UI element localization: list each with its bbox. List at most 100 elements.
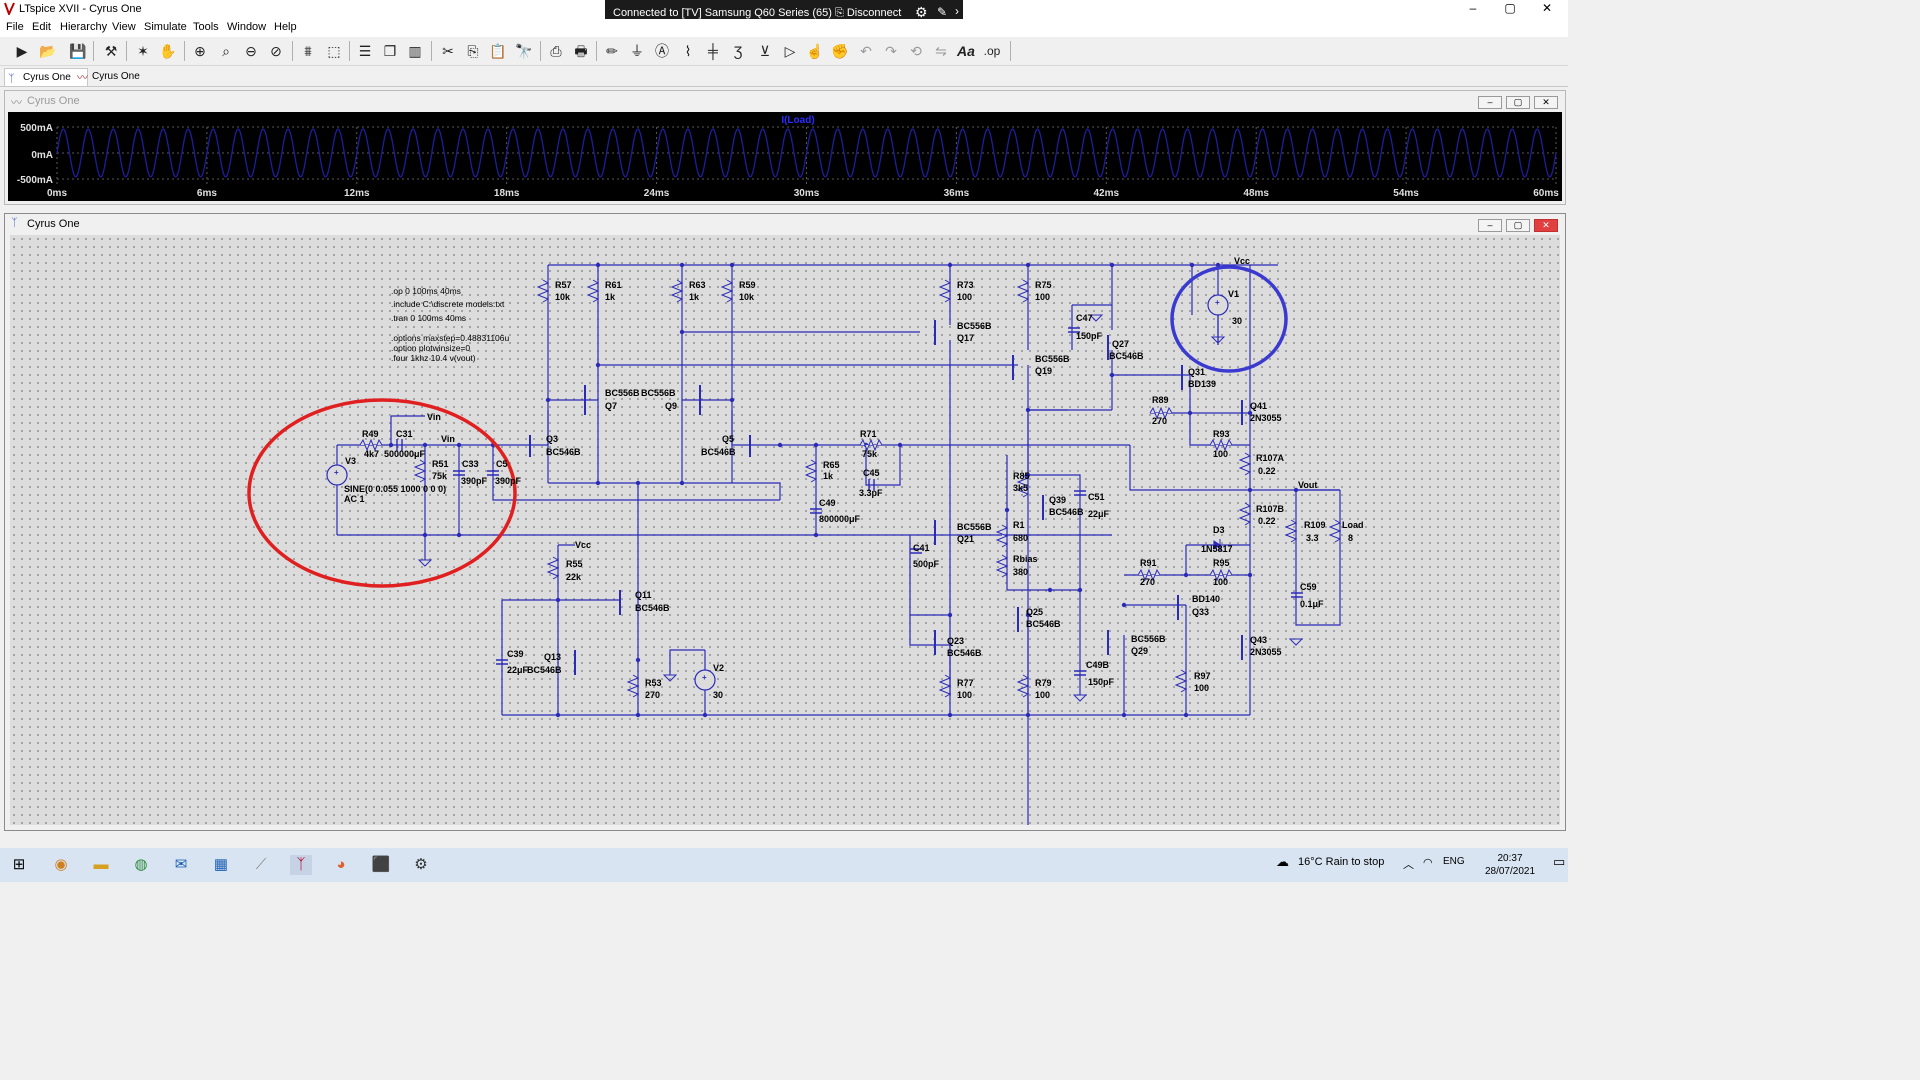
net-label-vcc[interactable]: Vcc	[1234, 256, 1250, 266]
zoom-out-icon[interactable]: ⊖	[245, 43, 257, 59]
maximize-button[interactable]: ▢	[1504, 1, 1516, 15]
value-r91[interactable]: 270	[1140, 577, 1155, 587]
mdi-close-button[interactable]: ✕	[1534, 219, 1558, 232]
label-icon[interactable]: Ⓐ	[655, 43, 669, 59]
label-q23-model[interactable]: BC546B	[947, 648, 982, 658]
file-explorer-icon[interactable]: ▬	[93, 856, 109, 873]
save-icon[interactable]: 💾	[69, 43, 87, 59]
label-r59[interactable]: R59	[739, 280, 756, 290]
value-r55[interactable]: 22k	[566, 572, 582, 582]
label-q5-model[interactable]: BC546B	[701, 447, 736, 457]
label-c31[interactable]: C31	[396, 429, 413, 439]
value-r77[interactable]: 100	[957, 690, 972, 700]
label-r1[interactable]: R1	[1013, 520, 1025, 530]
label-r55[interactable]: R55	[566, 559, 583, 569]
label-q39[interactable]: Q39	[1049, 495, 1066, 505]
net-label-vout[interactable]: Vout	[1298, 480, 1317, 490]
value-r51[interactable]: 75k	[432, 471, 448, 481]
spice-directive-icon[interactable]: .op	[983, 44, 1001, 58]
label-c51[interactable]: C51	[1088, 492, 1105, 502]
label-r109[interactable]: R109	[1304, 520, 1326, 530]
value-r1[interactable]: 680	[1013, 533, 1028, 543]
directive-line[interactable]: .option plotwinsize=0	[391, 343, 470, 353]
label-q27-model[interactable]: BC546B	[1109, 351, 1144, 361]
rotate-icon[interactable]: ⟲	[910, 43, 922, 59]
tab-schematic[interactable]: ᛉ Cyrus One	[4, 68, 88, 86]
value-r53[interactable]: 270	[645, 690, 660, 700]
label-r91[interactable]: R91	[1140, 558, 1157, 568]
label-rbias[interactable]: Rbias	[1013, 554, 1038, 564]
value-r49[interactable]: 4k7	[364, 449, 379, 459]
label-c49[interactable]: C49	[819, 498, 836, 508]
mdi-maximize-button[interactable]: ▢	[1506, 219, 1530, 232]
label-d3-model[interactable]: 1N5817	[1201, 544, 1233, 554]
disconnect-button[interactable]: ⎘ Disconnect	[835, 7, 902, 19]
net-label-vin[interactable]: Vin	[441, 434, 455, 444]
app-icon[interactable]: ⟋	[255, 856, 267, 873]
value-r97[interactable]: 100	[1194, 683, 1209, 693]
wifi-icon[interactable]: ◠	[1423, 857, 1433, 869]
v3-ac-spec[interactable]: AC 1	[344, 494, 365, 504]
label-q7[interactable]: Q7	[605, 401, 617, 411]
wire-icon[interactable]: ✏	[606, 43, 618, 59]
label-q43[interactable]: Q43	[1250, 635, 1267, 645]
label-r65[interactable]: R65	[823, 460, 840, 470]
label-q29[interactable]: Q29	[1131, 646, 1148, 656]
print-setup-icon[interactable]: ⎙	[550, 43, 562, 59]
value-r107a[interactable]: 0.22	[1258, 466, 1276, 476]
label-r49[interactable]: R49	[362, 429, 379, 439]
value-r75[interactable]: 100	[1035, 292, 1050, 302]
label-r77[interactable]: R77	[957, 678, 974, 688]
label-r97[interactable]: R97	[1194, 671, 1211, 681]
label-c5[interactable]: C5	[496, 459, 508, 469]
label-q3-model[interactable]: BC546B	[546, 447, 581, 457]
label-c45[interactable]: C45	[863, 468, 880, 478]
v3-source-spec[interactable]: SINE(0 0.055 1000 0 0 0)	[344, 484, 446, 494]
label-q39-model[interactable]: BC546B	[1049, 507, 1084, 517]
mirror-icon[interactable]: ⇋	[935, 43, 947, 59]
label-q3[interactable]: Q3	[546, 434, 558, 444]
label-d3[interactable]: D3	[1213, 525, 1225, 535]
tile-vertical-icon[interactable]: ▥	[408, 43, 422, 59]
menu-tools[interactable]: Tools	[193, 21, 219, 33]
label-q41[interactable]: Q41	[1250, 401, 1267, 411]
ground-icon[interactable]: ⏚	[630, 43, 644, 59]
label-r75[interactable]: R75	[1035, 280, 1052, 290]
run-icon[interactable]: ▶	[16, 43, 28, 59]
value-c31[interactable]: 500000μF	[384, 449, 426, 459]
directive-line[interactable]: .options maxstep=0.48831106u	[391, 333, 509, 343]
value-v1[interactable]: 30	[1232, 316, 1242, 326]
label-q13-model[interactable]: BC546B	[527, 665, 562, 675]
label-r89[interactable]: R89	[1152, 395, 1169, 405]
label-q11-model[interactable]: BC546B	[635, 603, 670, 613]
label-q31-model[interactable]: BD139	[1188, 379, 1216, 389]
chevron-right-icon[interactable]: ›	[955, 4, 959, 18]
label-r85[interactable]: R85	[1013, 471, 1030, 481]
chevron-up-icon[interactable]: ︿	[1403, 859, 1414, 871]
value-c49b[interactable]: 150pF	[1088, 677, 1115, 687]
acrobat-icon[interactable]: ⬛	[371, 856, 391, 873]
value-c39[interactable]: 22μF	[507, 665, 529, 675]
label-r107b[interactable]: R107B	[1256, 504, 1285, 514]
ltspice-taskbar-icon[interactable]: ᛉ	[290, 855, 312, 875]
label-r93[interactable]: R93	[1213, 429, 1230, 439]
menu-file[interactable]: File	[6, 21, 24, 33]
close-button[interactable]: ✕	[1541, 1, 1553, 15]
label-c49b[interactable]: C49B	[1086, 660, 1110, 670]
label-q17[interactable]: Q17	[957, 333, 974, 343]
label-q11[interactable]: Q11	[635, 590, 652, 600]
label-c47[interactable]: C47	[1076, 313, 1093, 323]
value-c33[interactable]: 390pF	[461, 476, 488, 486]
value-c5[interactable]: 390pF	[495, 476, 522, 486]
net-label-vin[interactable]: Vin	[427, 412, 441, 422]
label-q13[interactable]: Q13	[544, 652, 561, 662]
app-icon[interactable]: ◉	[54, 856, 68, 873]
calculator-icon[interactable]: ▦	[213, 856, 229, 873]
control-panel-icon[interactable]: ⚒	[104, 43, 118, 59]
weather-text[interactable]: 16°C Rain to stop	[1298, 856, 1385, 868]
value-v2[interactable]: 30	[713, 690, 723, 700]
label-c39[interactable]: C39	[507, 649, 524, 659]
directive-line[interactable]: .op 0 100ms 40ms	[391, 286, 461, 296]
clock[interactable]: 20:37 28/07/2021	[1470, 852, 1550, 878]
label-r95[interactable]: R95	[1213, 558, 1230, 568]
